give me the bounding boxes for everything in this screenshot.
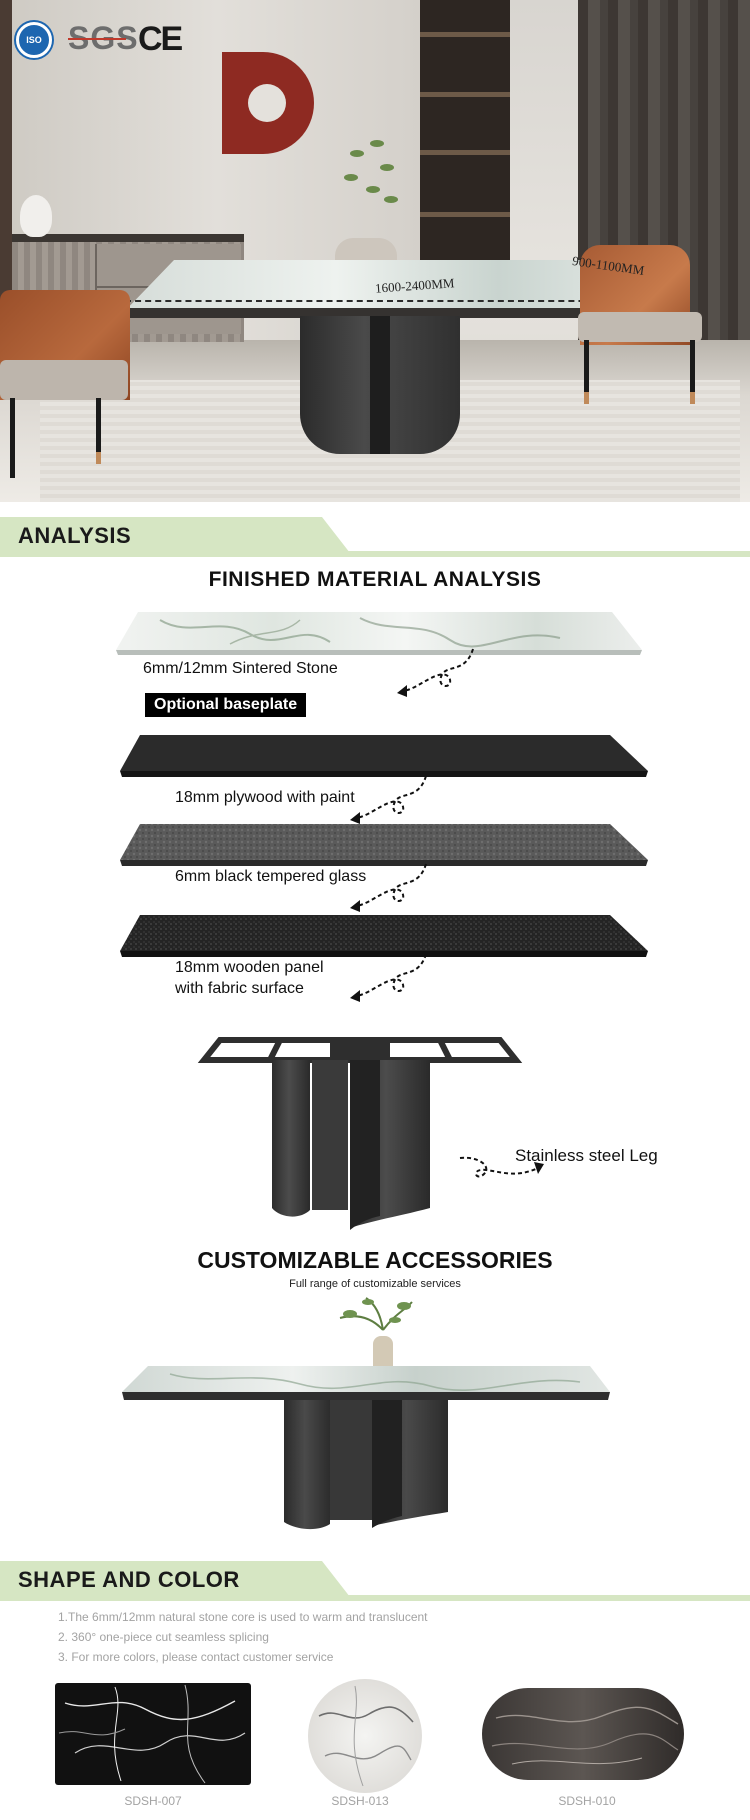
note-2: 2. 360° one-piece cut seamless splicing (58, 1630, 269, 1644)
material-analysis-heading: FINISHED MATERIAL ANALYSIS (208, 568, 542, 591)
swatch-code-2: SDSH-013 (331, 1794, 389, 1808)
swatch-sdsh-013 (308, 1679, 422, 1793)
tempered-glass-slab (120, 824, 648, 866)
sintered-stone-label: 6mm/12mm Sintered Stone (143, 660, 338, 677)
plant (340, 140, 400, 250)
note-3: 3. For more colors, please contact custo… (58, 1650, 334, 1664)
analysis-banner: ANALYSIS (0, 517, 750, 563)
fabric-panel-label: 18mm wooden panel with fabric surface (175, 957, 324, 999)
shape-color-banner-title: SHAPE AND COLOR (18, 1567, 240, 1592)
accessories-table-illustration (122, 1297, 610, 1530)
pointer-arrow-1 (397, 648, 474, 697)
sgs-logo: SGS (68, 20, 139, 56)
swatch-code-1: SDSH-007 (124, 1794, 182, 1808)
vase (20, 195, 52, 237)
pointer-arrow-2 (350, 775, 427, 824)
left-chair-seat (0, 360, 128, 400)
wall-shelf (420, 0, 510, 300)
ce-mark: CE (138, 20, 183, 58)
table-edge (110, 308, 630, 318)
iso-logo: ISO (16, 22, 52, 58)
stainless-steel-leg (197, 1037, 523, 1230)
plywood-label: 18mm plywood with paint (175, 789, 355, 806)
plywood-slab (120, 735, 648, 777)
shape-color-notes: 1.The 6mm/12mm natural stone core is use… (58, 1607, 428, 1667)
hero-dining-scene: ISO SGS CE 1600-2400MM 900-1100MM (0, 0, 750, 502)
right-chair-seat (578, 312, 702, 342)
sintered-stone-slab (116, 612, 642, 655)
fabric-panel-label-line2: with fabric surface (175, 980, 304, 997)
swatch-sdsh-007 (55, 1683, 251, 1785)
pointer-arrow-leg (459, 1156, 544, 1178)
pointer-arrow-3 (350, 863, 427, 912)
tempered-glass-label: 6mm black tempered glass (175, 868, 367, 885)
optional-baseplate-badge: Optional baseplate (145, 693, 307, 717)
pointer-arrow-4 (350, 953, 427, 1002)
swatch-sdsh-010 (482, 1688, 684, 1780)
table-leg (300, 316, 460, 454)
accessories-subheading: Full range of customizable services (289, 1278, 461, 1290)
table-top (120, 260, 660, 316)
shape-color-banner: SHAPE AND COLOR (0, 1561, 750, 1607)
analysis-banner-title: ANALYSIS (18, 523, 132, 548)
fabric-panel-slab (120, 915, 648, 957)
swatch-code-3: SDSH-010 (558, 1794, 616, 1808)
wall-art (222, 52, 314, 154)
accessories-heading: CUSTOMIZABLE ACCESSORIES (197, 1247, 553, 1273)
fabric-panel-label-line1: 18mm wooden panel (175, 959, 324, 976)
stainless-leg-label: Stainless steel Leg (515, 1146, 658, 1165)
note-1: 1.The 6mm/12mm natural stone core is use… (58, 1610, 428, 1624)
length-dimension-line (125, 300, 655, 302)
